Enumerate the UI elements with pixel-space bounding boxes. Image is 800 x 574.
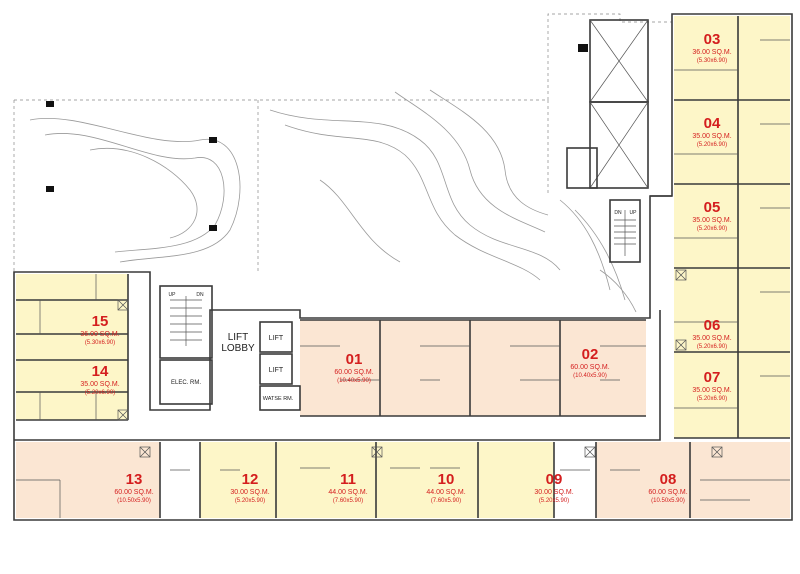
unit-09-fill [478,442,554,518]
lift-2-label: LIFT [269,367,284,374]
unit-number: 04 [704,115,721,132]
unit-label-01: 01 60.00 SQ.M. (10.40x5.90) [334,351,373,384]
unit-area: 36.00 SQ.M. [80,331,119,338]
building-outline [13,13,793,521]
unit-12-fill [200,442,276,518]
unit-area: 35.00 SQ.M. [692,217,731,224]
unit-number: 06 [704,317,721,334]
stair-dn-label-west: DN [196,292,204,298]
unit-label-09: 09 30.00 SQ.M. (5.20x5.90) [534,471,573,504]
unit-dimensions: (5.20x6.90) [697,226,727,232]
unit-dimensions: (10.50x5.90) [651,498,685,504]
unit-07-fill [674,352,790,438]
unit-label-06: 06 35.00 SQ.M. (5.20x6.90) [692,317,731,350]
lift-1-label: LIFT [269,335,284,342]
unit-label-03: 03 36.00 SQ.M. (5.30x6.90) [692,31,731,64]
unit-area: 60.00 SQ.M. [114,489,153,496]
unit-labels: 01 60.00 SQ.M. (10.40x5.90) 02 60.00 SQ.… [80,31,731,504]
unit-area: 35.00 SQ.M. [692,335,731,342]
unit-dimensions: (5.20x5.90) [539,498,569,504]
unit-area: 35.00 SQ.M. [692,387,731,394]
unit-05-fill [674,184,790,268]
stair-dn-label: DN [614,210,622,216]
interior-walls [16,16,790,518]
unit-label-15: 15 36.00 SQ.M. (5.30x6.90) [80,313,119,346]
fixtures [117,269,723,458]
landscape-deck [13,13,672,313]
unit-fills [16,16,790,518]
unit-06-fill [674,268,790,352]
unit-dimensions: (5.20x5.90) [235,498,265,504]
unit-area: 35.00 SQ.M. [80,381,119,388]
unit-area: 60.00 SQ.M. [570,364,609,371]
unit-number: 14 [92,363,109,380]
unit-area: 44.00 SQ.M. [426,489,465,496]
unit-number: 12 [242,471,259,488]
stair-up-label-west: UP [169,292,177,298]
unit-01-fill [300,320,470,416]
unit-number: 01 [346,351,363,368]
unit-label-08: 08 60.00 SQ.M. (10.50x5.90) [648,471,687,504]
unit-dimensions: (10.50x5.90) [117,498,151,504]
unit-dimensions: (10.40x5.90) [573,373,607,379]
deck-columns [46,101,217,231]
unit-area: 35.00 SQ.M. [692,133,731,140]
unit-dimensions: (10.40x5.90) [337,378,371,384]
unit-number: 09 [546,471,563,488]
unit-number: 11 [340,471,356,488]
unit-label-04: 04 35.00 SQ.M. (5.20x6.90) [692,115,731,148]
unit-area: 30.00 SQ.M. [230,489,269,496]
unit-number: 07 [704,369,721,386]
unit-label-02: 02 60.00 SQ.M. (10.40x5.90) [570,346,609,379]
unit-number: 02 [582,346,599,363]
lift-lobby-label-1: LIFT [228,332,249,343]
unit-label-05: 05 35.00 SQ.M. (5.20x6.90) [692,199,731,232]
unit-11-fill [276,442,376,518]
unit-dimensions: (5.20x6.90) [697,344,727,350]
unit-10-fill [376,442,478,518]
unit-dimensions: (5.20x6.90) [697,396,727,402]
unit-label-10: 10 44.00 SQ.M. (7.60x5.90) [426,471,465,504]
unit-14-fill [16,334,128,420]
unit-label-14: 14 35.00 SQ.M. (5.20x6.90) [80,363,119,396]
unit-number: 15 [92,313,109,330]
unit-area: 60.00 SQ.M. [334,369,373,376]
unit-03-fill [674,16,790,100]
unit-dimensions: (7.60x5.90) [333,498,363,504]
lift-lobby-label-2: LOBBY [221,343,255,354]
unit-label-11: 11 44.00 SQ.M. (7.60x5.90) [328,471,367,504]
unit-area: 36.00 SQ.M. [692,49,731,56]
unit-area: 44.00 SQ.M. [328,489,367,496]
elec-room-label: ELEC. RM. [171,380,201,386]
unit-number: 08 [660,471,677,488]
unit-area: 60.00 SQ.M. [648,489,687,496]
unit-label-13: 13 60.00 SQ.M. (10.50x5.90) [114,471,153,504]
unit-04-fill [674,100,790,184]
watse-room-label: WATSE RM. [263,396,294,402]
unit-dimensions: (5.30x6.90) [85,340,115,346]
unit-number: 05 [704,199,721,216]
upper-core: DN UP [566,19,649,263]
unit-number: 03 [704,31,721,48]
unit-dimensions: (5.30x6.90) [697,58,727,64]
unit-dimensions: (5.20x6.90) [697,142,727,148]
unit-area: 30.00 SQ.M. [534,489,573,496]
unit-02-fill [470,320,646,416]
unit-number: 10 [438,471,455,488]
core-labels: LIFT LOBBY LIFT LIFT ELEC. RM. WATSE RM.… [169,292,294,402]
unit-number: 13 [126,471,143,488]
stair-up-label: UP [630,210,638,216]
unit-label-07: 07 35.00 SQ.M. (5.20x6.90) [692,369,731,402]
unit-dimensions: (5.20x6.90) [85,390,115,396]
unit-dimensions: (7.60x5.90) [431,498,461,504]
unit-label-12: 12 30.00 SQ.M. (5.20x5.90) [230,471,269,504]
